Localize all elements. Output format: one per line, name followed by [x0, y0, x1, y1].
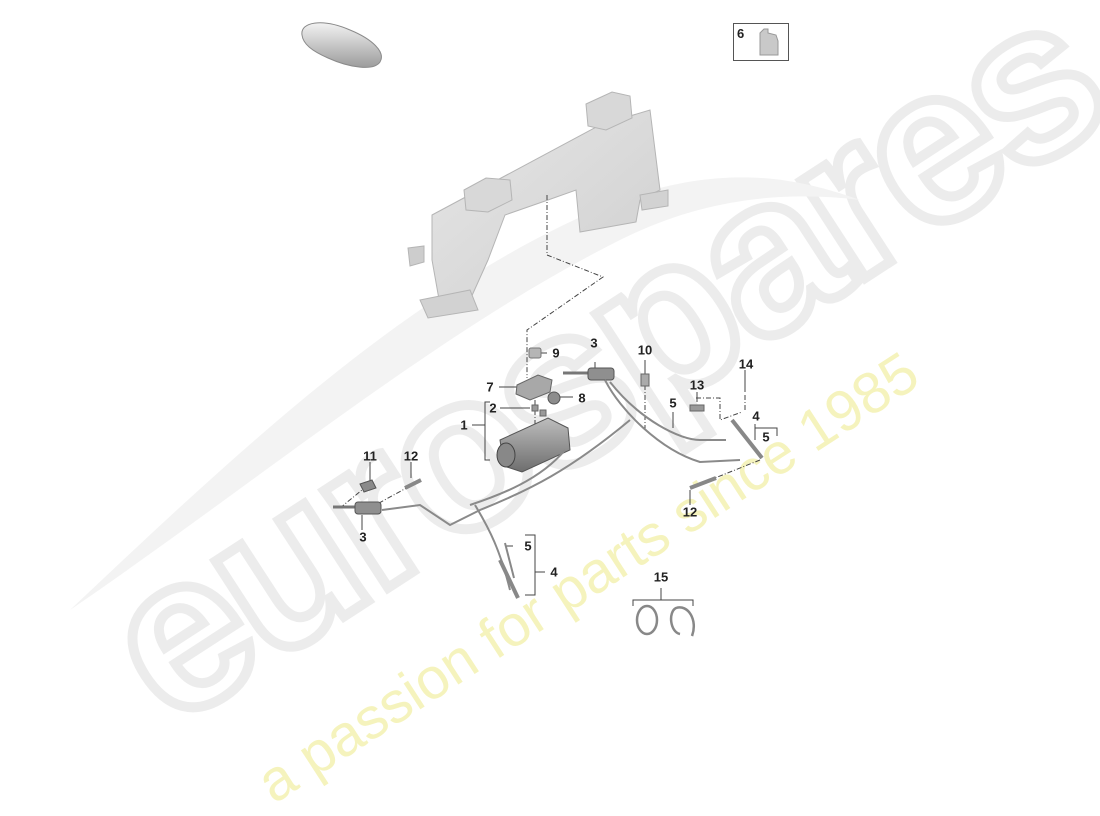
- part-label-11[interactable]: 11: [363, 448, 377, 464]
- part-label-14[interactable]: 14: [738, 356, 754, 372]
- part-label-4[interactable]: 4: [752, 408, 760, 424]
- part-label-3[interactable]: 3: [359, 529, 367, 545]
- part-label-9[interactable]: 9: [552, 345, 560, 361]
- part-label-5[interactable]: 5: [669, 395, 677, 411]
- fluid-bottle-icon: [759, 28, 779, 56]
- part-label-12[interactable]: 12: [682, 504, 698, 520]
- hydraulic-pump-icon: [496, 417, 571, 473]
- hydraulic-cylinder-right-icon: [563, 367, 615, 381]
- part-label-7[interactable]: 7: [486, 379, 494, 395]
- frame-icon: [407, 91, 669, 319]
- part-label-2[interactable]: 2: [489, 400, 497, 416]
- circlip-icon: [635, 604, 695, 637]
- sleeve-icon: [689, 404, 705, 412]
- hydraulic-cylinder-left-icon: [333, 501, 382, 515]
- line-strut-right-icon: [730, 418, 764, 460]
- part-label-5[interactable]: 5: [762, 429, 770, 445]
- sealant-tube-icon: [301, 22, 382, 68]
- part-label-4[interactable]: 4: [550, 564, 558, 580]
- part-label-10[interactable]: 10: [637, 342, 653, 358]
- pin-left-icon: [404, 478, 422, 490]
- part-label-8[interactable]: 8: [578, 390, 586, 406]
- part-label-1[interactable]: 1: [460, 417, 468, 433]
- bracket-icon: [515, 374, 553, 401]
- part-label-13[interactable]: 13: [689, 377, 705, 393]
- pin-right-icon: [689, 476, 717, 490]
- clip-icon: [359, 479, 377, 493]
- part-label-12[interactable]: 12: [403, 448, 419, 464]
- hydraulic-lines: [381, 379, 741, 591]
- screw-icon: [531, 404, 547, 417]
- part-label-6: 6: [737, 26, 745, 41]
- nut-icon: [528, 347, 542, 359]
- rubber-mount-icon: [547, 391, 561, 405]
- fluid-bottle-kit-box[interactable]: 6: [733, 23, 789, 61]
- part-label-3[interactable]: 3: [590, 335, 598, 351]
- part-label-15[interactable]: 15: [653, 569, 669, 585]
- bleed-valve-icon: [640, 373, 650, 387]
- part-label-5[interactable]: 5: [524, 538, 532, 554]
- line-strut-left-icon: [498, 542, 520, 599]
